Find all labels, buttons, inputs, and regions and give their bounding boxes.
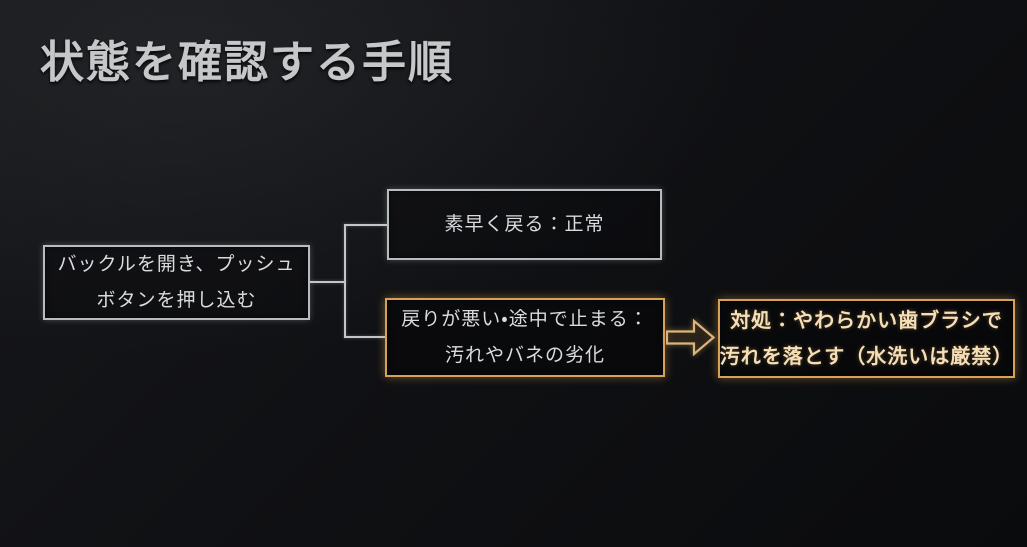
connector-bottom-horizontal [344,336,386,338]
flow-node-remedy: 対処：やわらかい歯ブラシで 汚れを落とす（水洗いは厳禁） [718,299,1015,378]
flow-node-root: バックルを開き、プッシュ ボタンを押し込む [43,245,310,320]
flow-node-problem-line2: 汚れやバネの劣化 [444,344,605,366]
slide-title: 状態を確認する手順 [40,38,454,87]
connector-branch-vertical [344,224,346,338]
flow-node-problem-line1: 戻りが悪い・途中で止まる： [401,308,649,330]
right-arrow-icon [666,318,716,357]
flow-node-normal-text: 素早く戻る：正常 [444,213,605,235]
flow-node-remedy-line2: 汚れを落とす（水洗いは厳禁） [719,345,1014,368]
flow-node-remedy-line1: 対処：やわらかい歯ブラシで [730,309,1003,332]
connector-top-horizontal [344,224,388,226]
flow-node-normal: 素早く戻る：正常 [387,189,662,260]
connector-root-horizontal [309,281,346,283]
flow-node-root-line2: ボタンを押し込む [96,289,257,311]
flow-node-root-line1: バックルを開き、プッシュ [57,253,296,275]
flow-node-problem: 戻りが悪い・途中で止まる： 汚れやバネの劣化 [385,298,665,377]
